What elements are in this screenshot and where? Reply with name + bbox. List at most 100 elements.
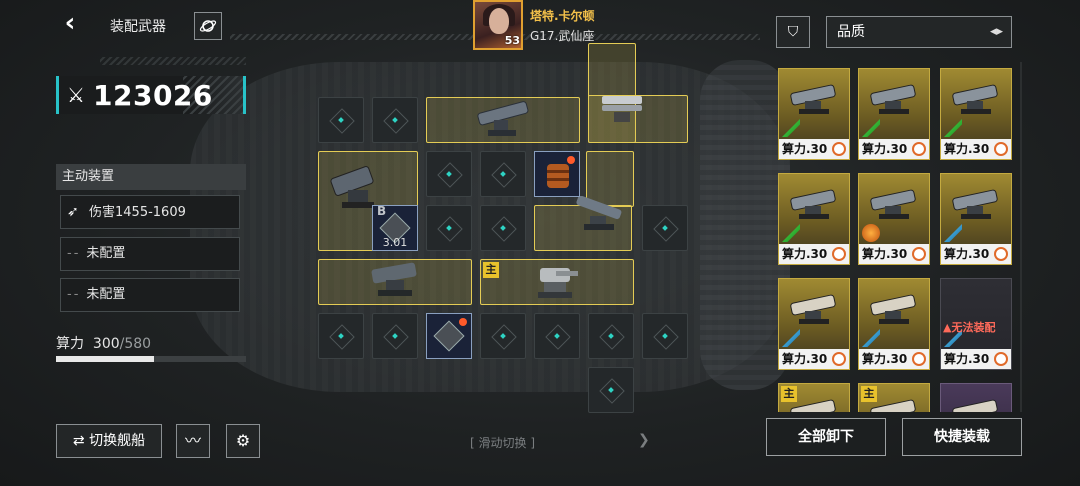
gear-icon: [912, 352, 926, 366]
missile-icon: ➶: [67, 204, 79, 220]
gear-icon: [912, 247, 926, 261]
rarity-mark-icon: [944, 224, 962, 242]
waveform-icon: 〰: [184, 431, 201, 450]
compute-used: 300: [92, 336, 120, 352]
grid-slot[interactable]: [534, 313, 580, 359]
emblem-button[interactable]: ⚙: [226, 424, 260, 458]
captain-ship: G17.武仙座: [530, 29, 595, 43]
inventory-weapon-card[interactable]: 算力.30: [778, 68, 850, 160]
switch-ship-label: 切换舰船: [89, 433, 146, 449]
weapon-thumbnail-icon: [952, 399, 998, 412]
compute-bar: [56, 356, 246, 362]
inventory-weapon-card[interactable]: 主: [858, 383, 930, 412]
inventory-weapon-card[interactable]: 算力.30: [940, 68, 1012, 160]
inventory-weapon-card[interactable]: 算力.30: [778, 173, 850, 265]
active-slot-2[interactable]: --未配置: [60, 237, 240, 271]
gatling-turret-icon: [330, 166, 374, 208]
compute-total: /580: [119, 336, 152, 352]
inventory-weapon-card[interactable]: 算力.30: [858, 68, 930, 160]
grid-slot[interactable]: [588, 367, 634, 413]
rarity-mark-icon: [782, 224, 800, 242]
filter-icon: ⛉: [787, 24, 799, 40]
gear-icon: [832, 352, 846, 366]
card-compute-cost: 算力.30: [941, 139, 1011, 159]
grid-slot[interactable]: [642, 313, 688, 359]
orange-module-chip[interactable]: [534, 151, 580, 197]
inventory-weapon-card[interactable]: [940, 383, 1012, 412]
decor-stripe: [100, 57, 246, 65]
power-stripes: [183, 76, 243, 114]
planet-button[interactable]: [194, 12, 222, 40]
waveform-button[interactable]: 〰: [176, 424, 210, 458]
compute-title: 算力: [56, 336, 84, 352]
weapon-thumbnail-icon: [790, 294, 836, 324]
card-compute-cost: 算力.30: [859, 139, 929, 159]
back-button[interactable]: ‹: [58, 10, 82, 36]
unload-all-label: 全部卸下: [798, 429, 854, 445]
b-grade-chip[interactable]: B 3.01: [372, 204, 418, 251]
swipe-arrow-icon: ❯: [638, 432, 650, 448]
inventory-weapon-card[interactable]: 主: [778, 383, 850, 412]
card-compute-cost: 算力.30: [779, 244, 849, 264]
unload-all-button[interactable]: 全部卸下: [766, 418, 886, 456]
rarity-mark-icon: [862, 329, 880, 347]
filter-button[interactable]: ⛉: [776, 16, 810, 48]
switch-ship-button[interactable]: ⇄ 切换舰船: [56, 424, 162, 458]
grid-slot[interactable]: [372, 97, 418, 143]
active-slot-1[interactable]: ➶ 伤害1455-1609: [60, 195, 240, 229]
inventory-weapon-card[interactable]: 算力.30: [940, 173, 1012, 265]
missile-launcher-icon: [477, 101, 529, 136]
inventory-weapon-card[interactable]: 算力.30▲无法装配: [940, 278, 1012, 370]
heavy-turret-icon: [538, 268, 578, 298]
cannot-equip-warning: ▲无法装配: [943, 321, 996, 334]
sort-toggle-icon: ◂▸: [989, 24, 1003, 39]
gear-icon: [994, 352, 1008, 366]
planet-icon: [199, 20, 217, 32]
rarity-mark-icon: [944, 119, 962, 137]
quick-equip-button[interactable]: 快捷装载: [902, 418, 1022, 456]
inventory-weapon-card[interactable]: 算力.30: [858, 278, 930, 370]
main-weapon-tag: 主: [861, 386, 877, 402]
active-device-header: 主动装置: [56, 164, 246, 190]
captain-portrait[interactable]: 53: [473, 0, 523, 50]
inventory-weapon-card[interactable]: 算力.30: [858, 173, 930, 265]
chip-value: 3.01: [382, 236, 408, 249]
grid-slot[interactable]: [588, 313, 634, 359]
grid-slot[interactable]: [372, 313, 418, 359]
gear-icon: [994, 247, 1008, 261]
grid-slot[interactable]: [480, 313, 526, 359]
red-module-chip[interactable]: [426, 313, 472, 359]
grid-slot[interactable]: [318, 313, 364, 359]
weapon-thumbnail-icon: [790, 189, 836, 219]
inventory-scrollbar[interactable]: [1020, 62, 1022, 412]
empty-dash: --: [67, 246, 81, 261]
alert-dot: [459, 318, 467, 326]
grid-slot[interactable]: [480, 205, 526, 251]
crossed-swords-icon: ⚔: [67, 83, 85, 107]
rarity-mark-icon: [862, 224, 880, 242]
grid-slot[interactable]: [318, 97, 364, 143]
weapon-thumbnail-icon: [790, 399, 836, 412]
card-compute-cost: 算力.30: [779, 139, 849, 159]
canister-icon: [547, 164, 569, 188]
active-slot-3[interactable]: --未配置: [60, 278, 240, 312]
card-compute-cost: 算力.30: [941, 244, 1011, 264]
sort-select[interactable]: 品质 ◂▸: [826, 16, 1012, 48]
grid-slot[interactable]: [642, 205, 688, 251]
swap-icon: ⇄: [72, 433, 85, 449]
swipe-hint-text: 滑动切换: [478, 436, 527, 450]
active-slot-3-label: 未配置: [86, 287, 126, 302]
gear-icon: [912, 142, 926, 156]
equipped-weapon-2[interactable]: [588, 43, 636, 143]
weapon-thumbnail-icon: [790, 84, 836, 114]
grid-slot[interactable]: [426, 205, 472, 251]
weapon-thumbnail-icon: [870, 189, 916, 219]
inventory-weapon-card[interactable]: 算力.30: [778, 278, 850, 370]
page-title: 装配武器: [110, 19, 166, 35]
grid-slot[interactable]: [426, 151, 472, 197]
sort-label: 品质: [837, 24, 865, 40]
active-slot-1-label: 伤害1455-1609: [89, 205, 186, 220]
equipped-weapon-4-ext[interactable]: [586, 151, 634, 207]
grid-slot[interactable]: [480, 151, 526, 197]
